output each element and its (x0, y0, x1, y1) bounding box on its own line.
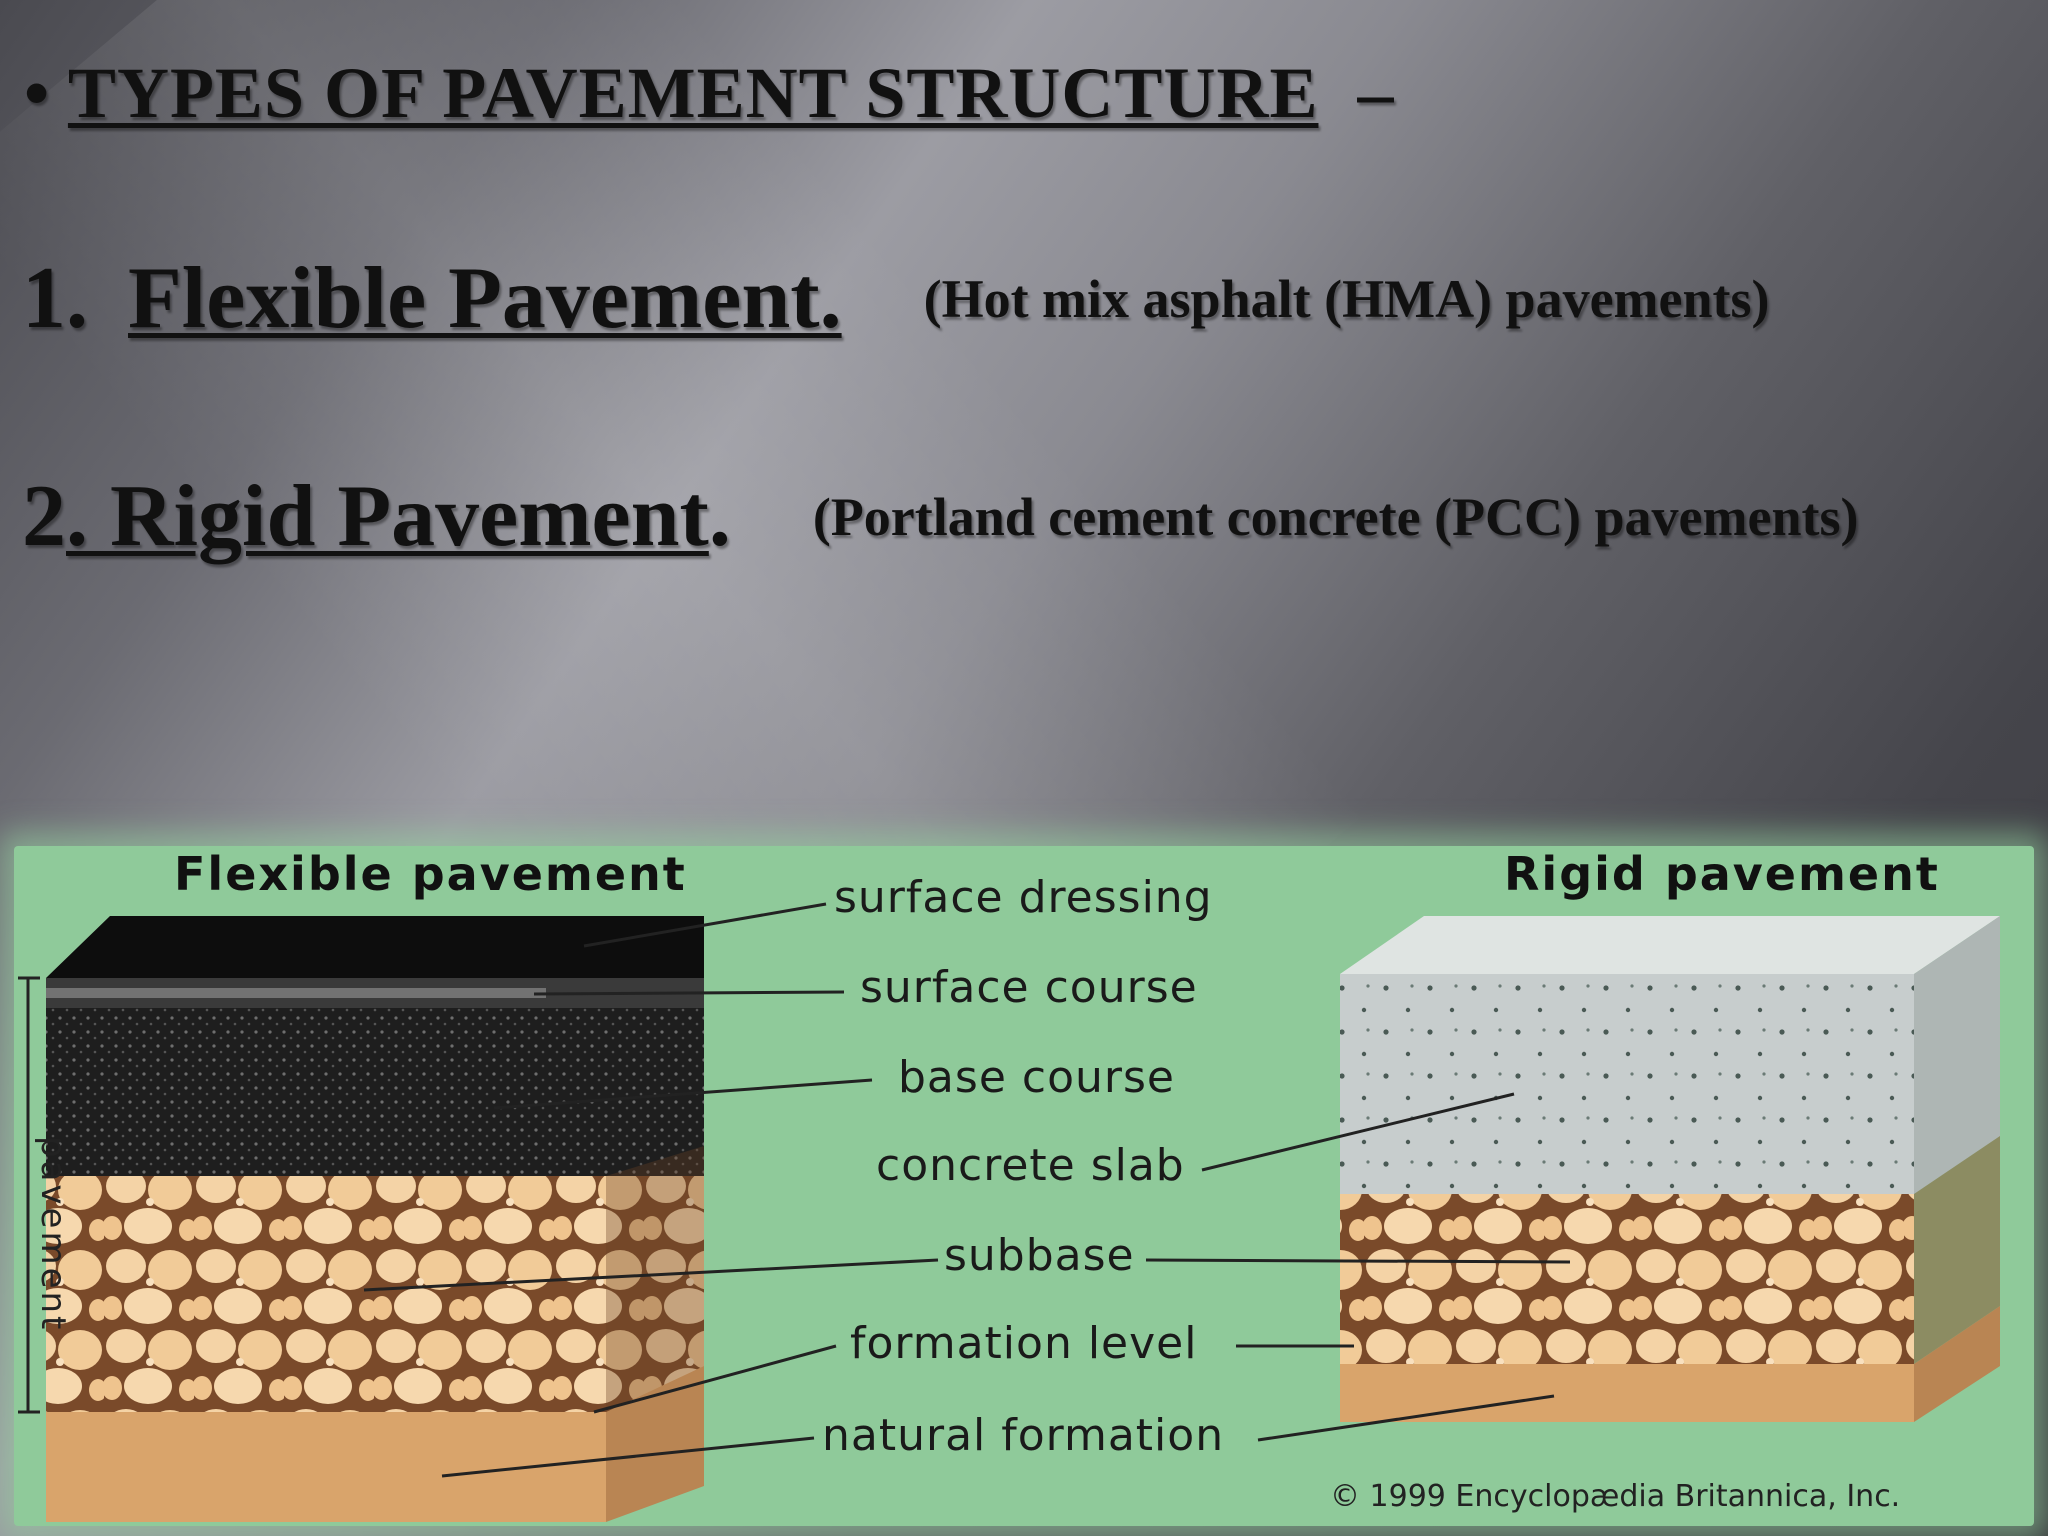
rigid-top-face (1340, 916, 2000, 974)
rigid-concrete-slab-layer (1340, 974, 1914, 1194)
pavement-bracket: pavement (18, 976, 73, 1414)
rigid-natural-formation-layer (1340, 1364, 1914, 1422)
item-name: . Rigid Pavement (66, 468, 709, 565)
label-base-course: base course (898, 1052, 1175, 1103)
leader-lines (363, 902, 1571, 1478)
item-number: 1. (22, 250, 88, 347)
pavement-diagram: pavement Flexible pavement Rigid pavemen… (14, 846, 2034, 1526)
flexible-natural-formation-layer (46, 1412, 606, 1522)
flexible-surface-dressing-layer (46, 916, 704, 978)
item-suffix: . (708, 468, 731, 565)
pavement-diagram-svg: pavement Flexible pavement Rigid pavemen… (18, 847, 2000, 1522)
item-note: (Portland cement concrete (PCC) pavement… (812, 487, 1859, 547)
copyright-notice: © 1999 Encyclopædia Britannica, Inc. (1330, 1479, 1900, 1514)
label-subbase: subbase (944, 1230, 1135, 1281)
item-flexible-pavement: 1. Flexible Pavement. (Hot mix asphalt (H… (22, 248, 1770, 349)
item-name: Flexible Pavement. (128, 250, 842, 347)
flexible-base-course-layer (46, 1008, 704, 1176)
side-label-pavement: pavement (33, 1136, 73, 1332)
item-note: (Hot mix asphalt (HMA) pavements) (923, 269, 1770, 329)
label-surface-course: surface course (860, 962, 1198, 1013)
rigid-subbase-layer (1340, 1194, 1914, 1364)
item-number: 2 (22, 468, 66, 565)
title-bullet: • (24, 53, 51, 133)
flexible-subbase-layer (46, 1176, 704, 1412)
label-surface-dressing: surface dressing (834, 872, 1213, 923)
label-formation-level: formation level (850, 1318, 1197, 1369)
heading-flexible-pavement: Flexible pavement (174, 847, 687, 901)
label-concrete-slab: concrete slab (876, 1140, 1185, 1191)
flexible-pavement-block (46, 916, 704, 1522)
rigid-pavement-block (1340, 916, 2000, 1422)
heading-rigid-pavement: Rigid pavement (1504, 847, 1940, 901)
slide-title: • TYPES OF PAVEMENT STRUCTURE – (24, 52, 1394, 135)
title-text: TYPES OF PAVEMENT STRUCTURE (67, 53, 1319, 133)
item-rigid-pavement: 2. Rigid Pavement. (Portland cement conc… (22, 466, 1858, 567)
label-natural-formation: natural formation (822, 1410, 1224, 1461)
title-dash: – (1357, 53, 1395, 133)
